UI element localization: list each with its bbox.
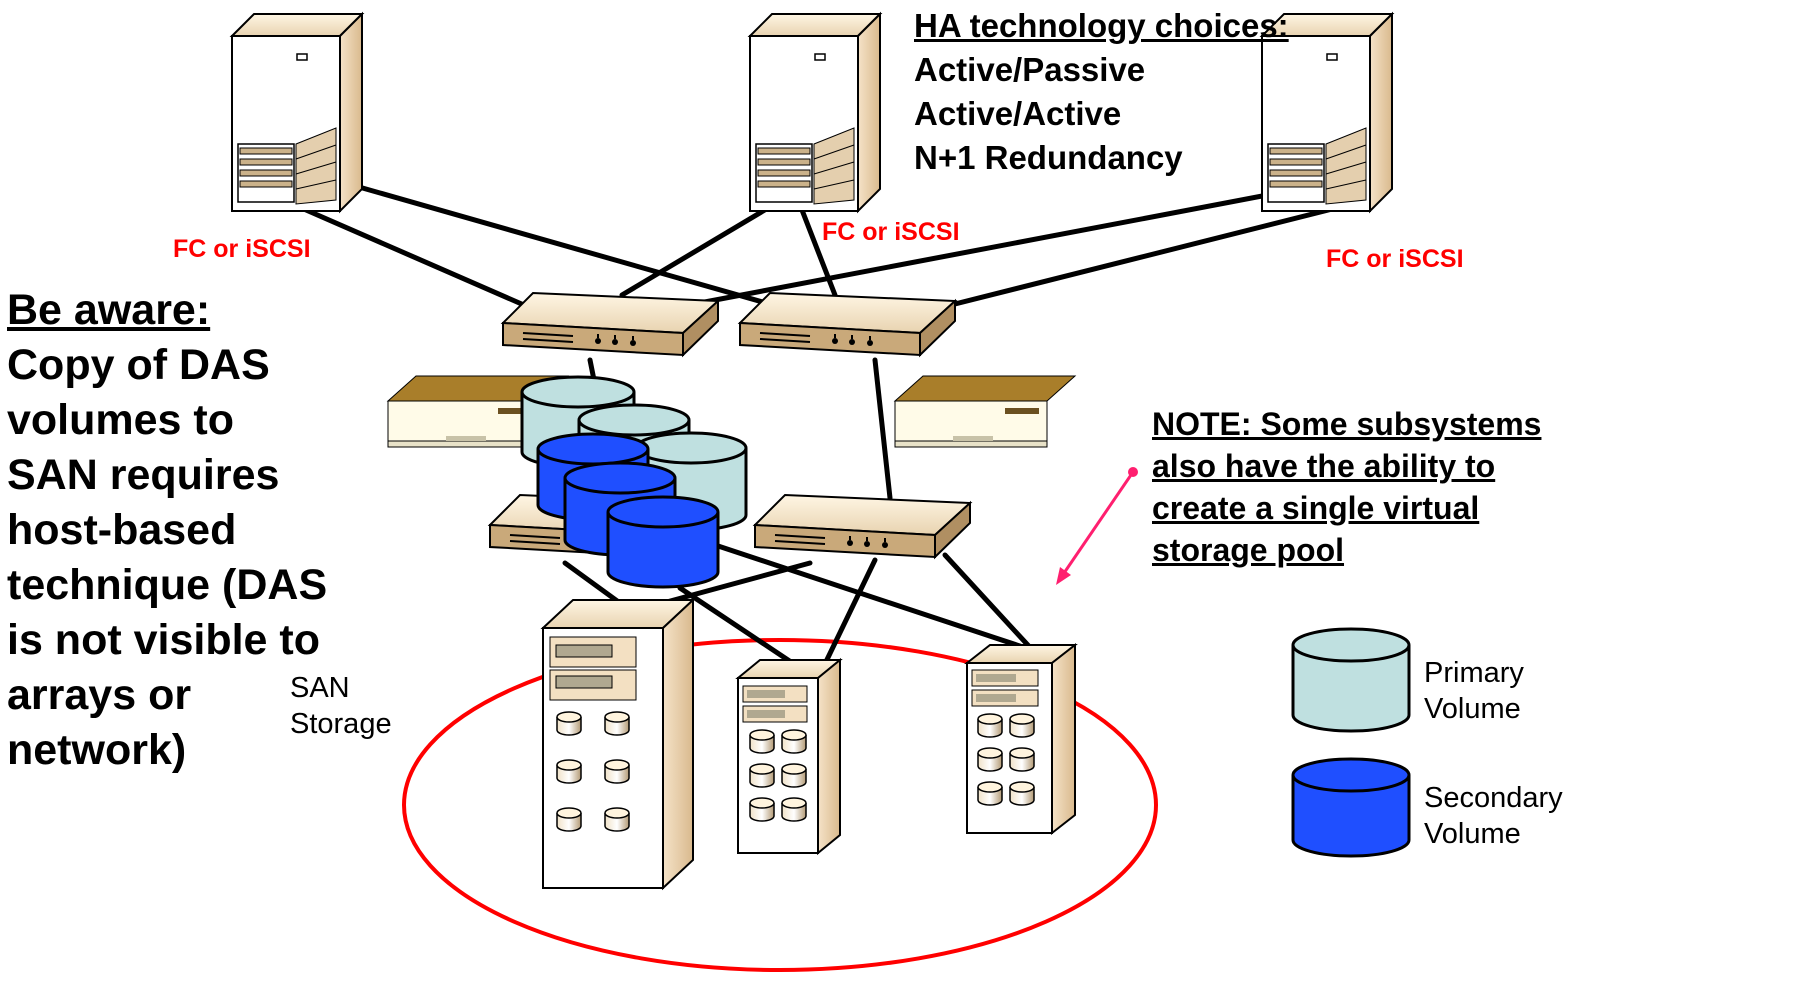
be-aware-block: Be aware: Copy of DAS volumes to SAN req… — [7, 283, 327, 778]
legend-primary-line: Volume — [1424, 693, 1521, 725]
be-aware-line: host-based — [7, 506, 237, 554]
ha-choices-block: HA technology choices: Active/Passive Ac… — [914, 4, 1289, 180]
be-aware-line: is not visible to — [7, 616, 320, 664]
fabric-switch-left — [502, 292, 719, 356]
host-server-left — [231, 13, 363, 212]
legend-secondary-swatch — [1291, 757, 1411, 858]
secondary-volume-cylinder — [606, 495, 720, 589]
fabric-switch-lower-right — [754, 494, 971, 558]
legend-secondary-label: Secondary Volume — [1424, 780, 1563, 852]
ha-option: N+1 Redundancy — [914, 139, 1183, 176]
be-aware-line: volumes to — [7, 396, 234, 444]
san-storage-label: SAN Storage — [290, 670, 392, 742]
volume-stack — [520, 375, 748, 589]
fc-label-left: FC or iSCSI — [173, 235, 311, 263]
legend-secondary-line: Secondary — [1424, 782, 1563, 814]
be-aware-line: SAN requires — [7, 451, 280, 499]
san-boundary-ellipse — [402, 638, 1158, 972]
fabric-switch-right — [739, 292, 956, 356]
legend-primary-swatch — [1291, 627, 1411, 733]
note-line: storage pool — [1152, 532, 1345, 568]
legend-primary-label: Primary Volume — [1424, 655, 1524, 727]
legend-primary-line: Primary — [1424, 657, 1524, 689]
note-block: NOTE: Some subsystems also have the abil… — [1152, 403, 1541, 571]
note-line: create a single virtual — [1152, 490, 1480, 526]
das-enclosure-right — [894, 375, 1076, 448]
ha-option: Active/Passive — [914, 51, 1146, 88]
connection-lines — [287, 175, 1383, 673]
fc-label-right: FC or iSCSI — [1326, 245, 1464, 273]
ha-option: Active/Active — [914, 95, 1122, 132]
be-aware-line: arrays or — [7, 671, 192, 719]
note-arrow — [1056, 467, 1138, 585]
san-label-line: SAN — [290, 672, 350, 704]
ha-title: HA technology choices: — [914, 7, 1289, 44]
storage-array-small — [964, 642, 1078, 836]
be-aware-title: Be aware: — [7, 286, 211, 334]
storage-array-large — [540, 597, 696, 891]
fc-label-center: FC or iSCSI — [822, 218, 960, 246]
san-label-line: Storage — [290, 708, 392, 740]
note-line: also have the ability to — [1152, 448, 1496, 484]
be-aware-line: network) — [7, 726, 187, 774]
be-aware-line: technique (DAS — [7, 561, 328, 609]
host-server-center — [749, 13, 881, 212]
note-line: NOTE: Some subsystems — [1152, 406, 1542, 442]
storage-array-medium — [735, 657, 843, 856]
be-aware-line: Copy of DAS — [7, 341, 270, 389]
legend-secondary-line: Volume — [1424, 818, 1521, 850]
